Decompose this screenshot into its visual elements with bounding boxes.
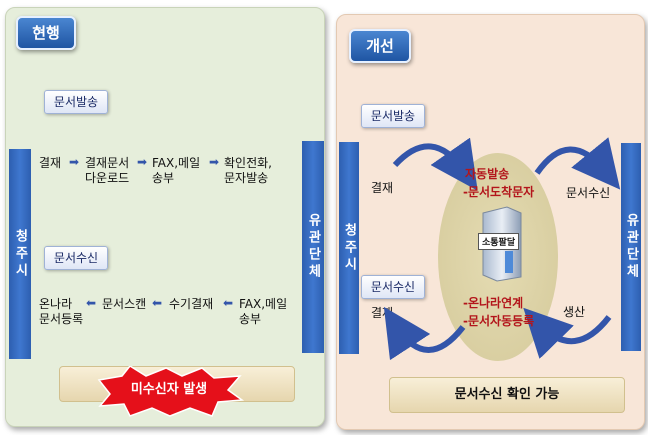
center-top-line-2: -문서도착문자 (463, 185, 535, 199)
left-send-label: 문서발송 (44, 90, 108, 114)
flow1-step-1: 결재 (39, 156, 62, 170)
flow2-arrow-1: ⬅ (86, 296, 97, 310)
right-left-top-text: 결재 (371, 181, 394, 195)
right-partner-bar: 유관단체 (621, 143, 641, 351)
flow1-arrow-3: ➡ (209, 155, 220, 169)
flow1-step-3: FAX,메일 송부 (152, 156, 201, 185)
flow1-arrow-1: ➡ (69, 155, 80, 169)
right-bottom-bar: 문서수신 확인 가능 (389, 377, 625, 413)
left-receive-label: 문서수신 (44, 246, 108, 270)
flow1-step-4: 확인전화, 문자발송 (224, 156, 272, 185)
flow-arrows (383, 137, 621, 361)
flow2-step-2: 문서스캔 (102, 297, 147, 311)
alert-text: 미수신자 발생 (130, 382, 208, 397)
right-send-label: 문서발송 (361, 104, 425, 128)
improved-title-tab: 개선 (349, 29, 411, 63)
current-title: 현행 (32, 24, 60, 42)
flow2-arrow-3: ⬅ (223, 296, 234, 310)
flow2-step-3: 수기결재 (169, 297, 214, 311)
arrow-produce-to-center (523, 307, 612, 359)
center-bottom-line-1: -온나라연계 (463, 296, 524, 310)
arrow-send-to-center (392, 137, 478, 191)
arrow-center-to-approval (383, 306, 466, 361)
flow2-step-1: 온나라 문서등록 (39, 297, 84, 326)
flow1-step-2: 결재문서 다운로드 (85, 156, 130, 185)
flow1-arrow-2: ➡ (137, 155, 148, 169)
center-top-line-1: 자동발송 (465, 167, 510, 181)
flow2-arrow-2: ⬅ (152, 296, 163, 310)
current-title-tab: 현행 (16, 16, 76, 50)
improved-process-panel: 개선 청주시 유관단체 문서발송 문서수신 결재 결재 문서수신 생산 자동발송… (336, 14, 645, 430)
right-org-bar: 청주시 (339, 142, 359, 354)
left-partner-bar: 유관단체 (302, 141, 324, 353)
improved-title: 개선 (366, 37, 394, 55)
flow2-step-4: FAX,메일 송부 (239, 297, 288, 326)
right-receive-label: 문서수신 (361, 275, 425, 299)
arrow-center-to-receive (534, 137, 621, 190)
alert-burst-icon (97, 366, 244, 417)
left-org-bar: 청주시 (9, 149, 31, 359)
center-bottom-line-2: -문서자동등록 (463, 314, 535, 328)
server-label: 소통팔달 (478, 233, 520, 250)
current-process-panel: 현행 문서발송 문서수신 청주시 유관단체 결재 ➡ 결재문서 다운로드 ➡ F… (5, 7, 325, 427)
